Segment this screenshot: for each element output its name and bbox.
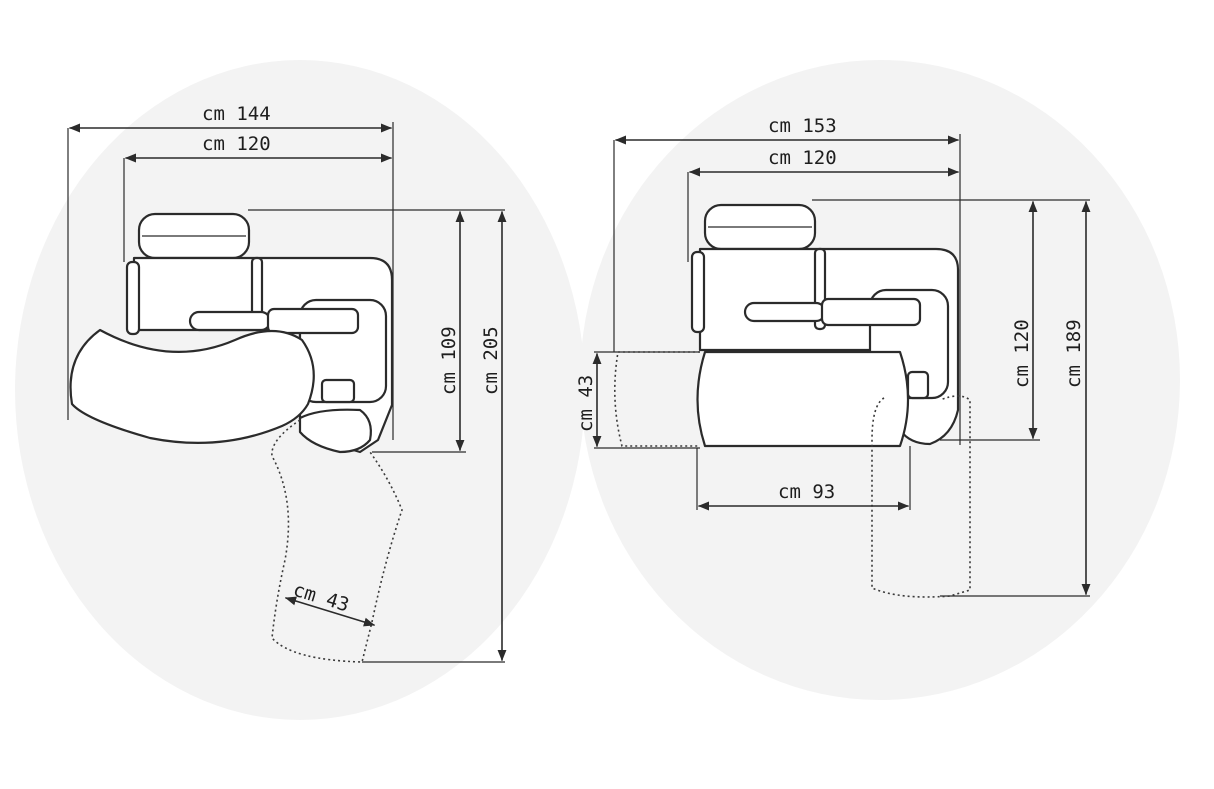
right-side-panel bbox=[690, 250, 706, 334]
left-dim-depth: cm 109 bbox=[438, 326, 460, 395]
left-chair-drawing: cm 144 cm 120 cm 109 cm 205 cm 43 bbox=[67, 103, 507, 663]
right-extension-lines bbox=[594, 134, 1090, 597]
left-dim-extended-depth: cm 205 bbox=[480, 326, 502, 395]
right-dim-extended-depth: cm 189 bbox=[1063, 319, 1085, 388]
left-footrest-pad bbox=[298, 408, 372, 454]
right-chair-drawing: cm 153 cm 120 cm 120 cm 189 cm 43 cm 93 bbox=[575, 115, 1091, 598]
left-dimension-lines bbox=[68, 123, 507, 662]
right-dim-overall-width: cm 153 bbox=[768, 115, 837, 137]
left-control-arm bbox=[188, 298, 388, 404]
left-leg-cushion bbox=[69, 328, 315, 444]
right-dim-cushion-width: cm 93 bbox=[778, 481, 835, 503]
right-dim-leg-rest-width: cm 43 bbox=[575, 375, 597, 432]
right-dim-seat-width: cm 120 bbox=[768, 147, 837, 169]
left-dim-seat-width: cm 120 bbox=[202, 133, 271, 155]
left-dim-overall-width: cm 144 bbox=[202, 103, 271, 125]
right-front-cushion bbox=[696, 350, 910, 448]
right-control-arm bbox=[743, 288, 950, 400]
right-dotted-legrest-left bbox=[614, 351, 700, 447]
right-dotted-legrest-bottom bbox=[871, 395, 971, 598]
right-dimension-lines bbox=[592, 135, 1091, 596]
left-side-panel bbox=[125, 260, 141, 336]
right-dim-depth: cm 120 bbox=[1011, 319, 1033, 388]
left-dotted-legrest bbox=[271, 419, 403, 663]
